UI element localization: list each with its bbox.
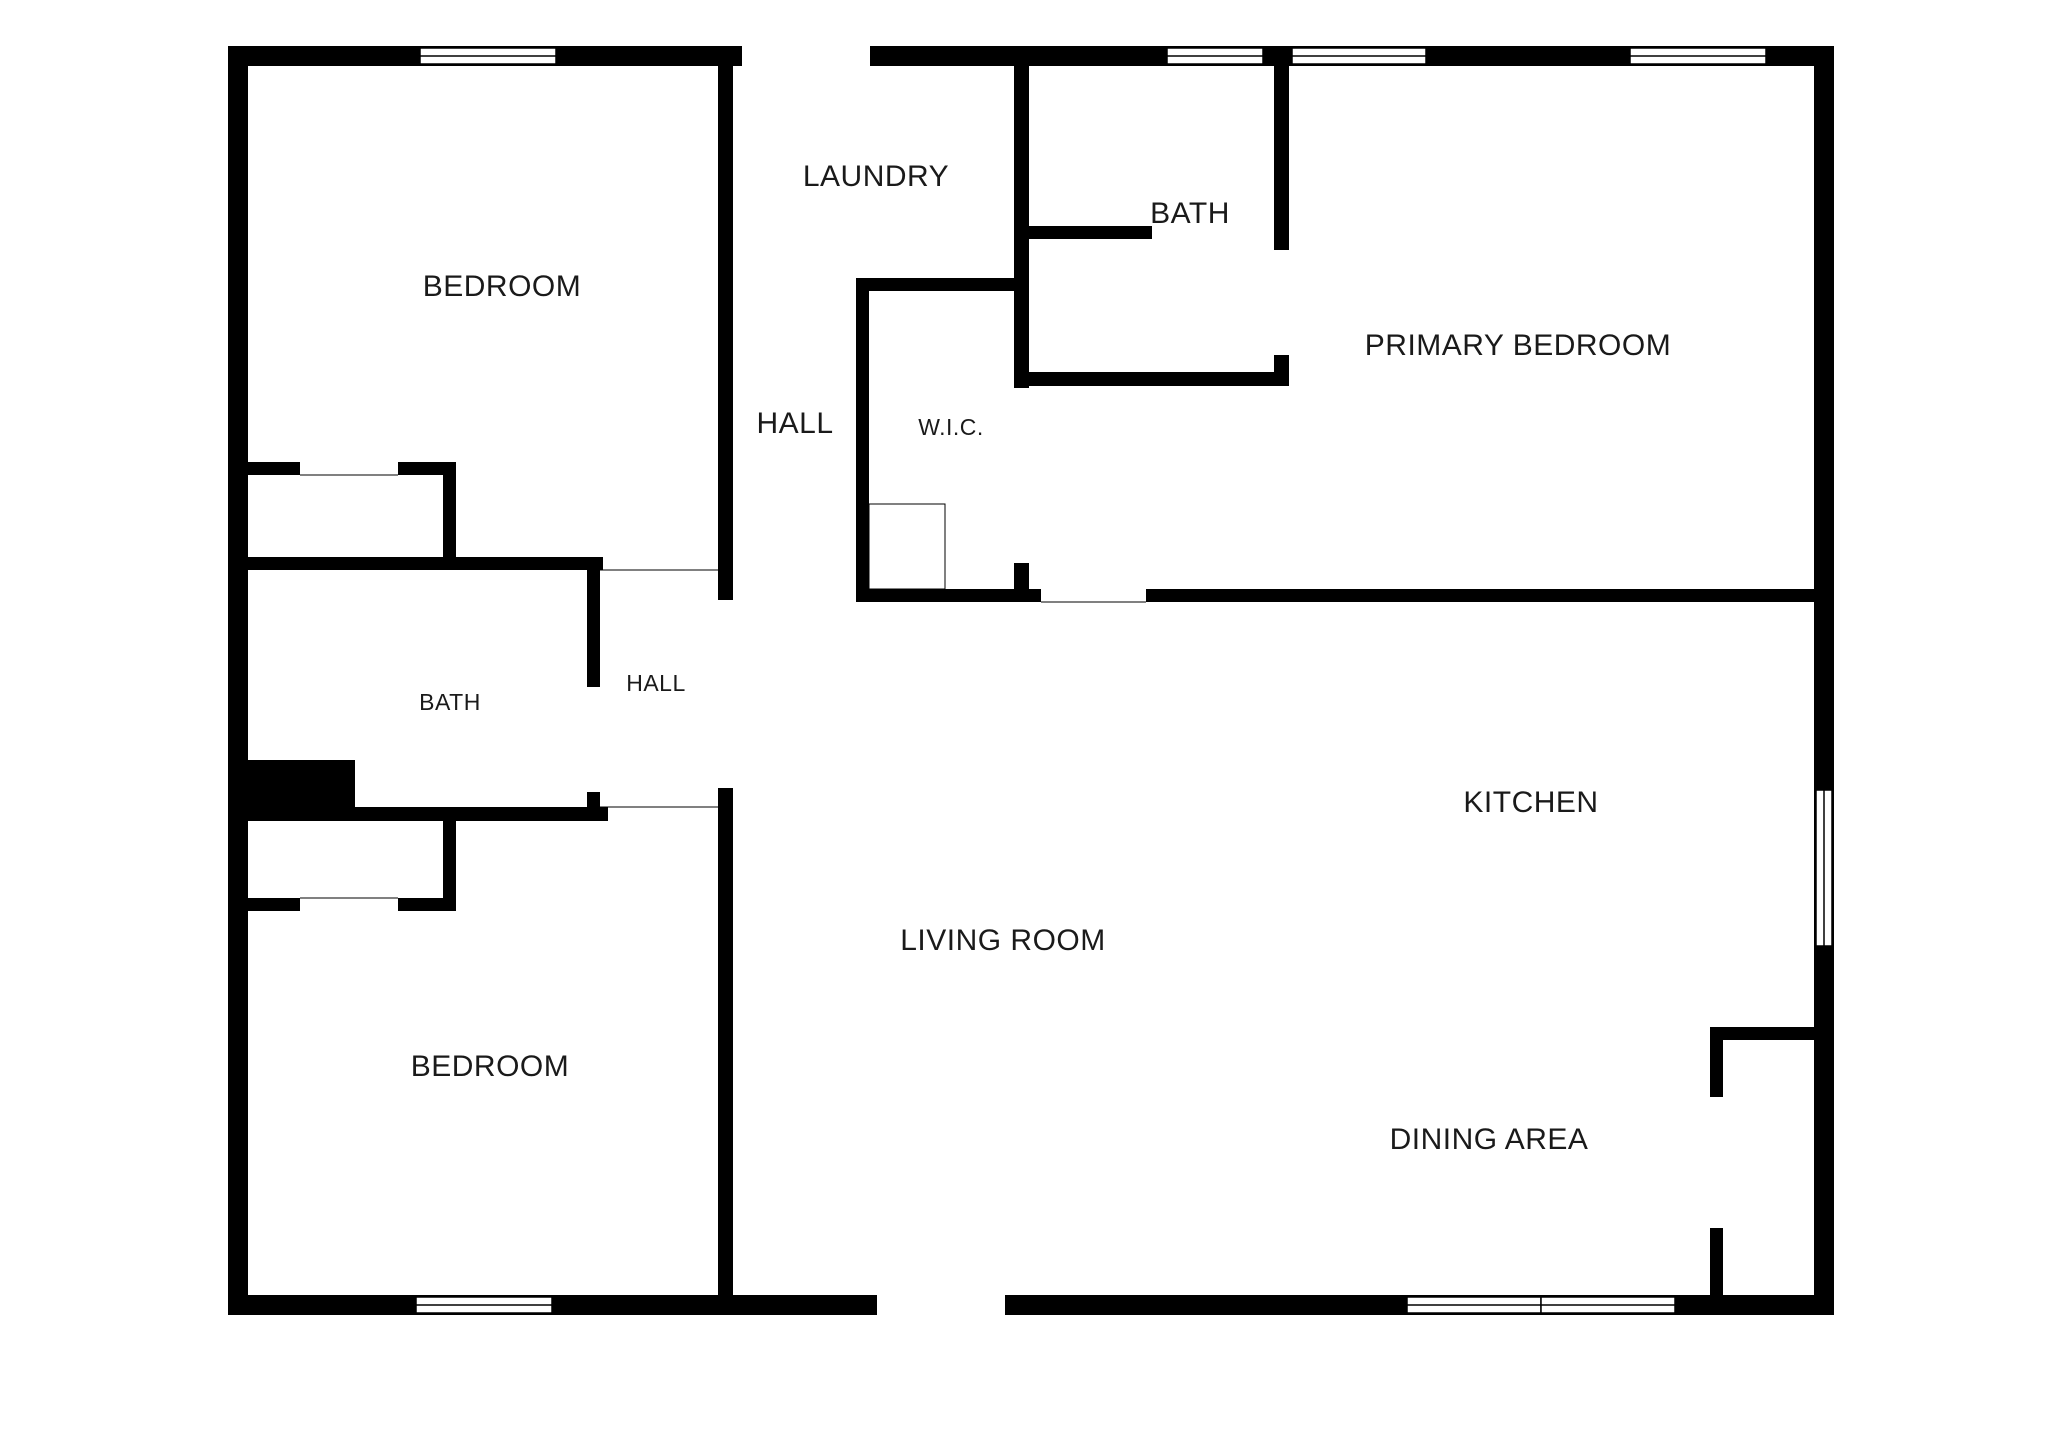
wall-bath-hall-right xyxy=(587,557,600,687)
wall-bath-bottom xyxy=(1014,372,1289,386)
wic-shelf xyxy=(868,503,946,590)
wall-closet2-bottom-left xyxy=(228,898,300,911)
wall-wic-left xyxy=(856,278,869,601)
wall-closet-top-right xyxy=(398,462,456,475)
wall-bath-hall-bottom xyxy=(228,807,608,821)
room-labels: BEDROOM LAUNDRY BATH PRIMARY BEDROOM HAL… xyxy=(411,160,1671,1156)
wall-wic-right-upper xyxy=(1014,278,1029,388)
wall-closet-top-left xyxy=(228,462,300,475)
wall-bath-hall-right-lower xyxy=(587,792,600,810)
label-bedroom-bottom-left: BEDROOM xyxy=(411,1050,570,1083)
label-dining-area: DINING AREA xyxy=(1390,1123,1589,1156)
door-openings xyxy=(742,46,1146,1315)
wall-closet2-right xyxy=(443,818,456,910)
fixture-block xyxy=(240,760,355,808)
wall-wic-top xyxy=(856,278,1029,291)
label-primary-bedroom: PRIMARY BEDROOM xyxy=(1365,329,1671,362)
wall-bath-stub xyxy=(1014,226,1152,239)
label-kitchen: KITCHEN xyxy=(1463,786,1598,819)
label-bedroom-top-left: BEDROOM xyxy=(423,270,582,303)
door-primary xyxy=(1041,589,1146,602)
door-top-laundry xyxy=(742,46,870,66)
wall-nook-left-lower xyxy=(1710,1228,1723,1308)
wall-left xyxy=(228,46,248,1315)
label-bath-primary: BATH xyxy=(1150,197,1230,230)
wall-wic-bottom xyxy=(856,589,1041,602)
wall-left-col-upper xyxy=(718,60,733,600)
door-bottom-living xyxy=(877,1295,1005,1315)
label-bath-hall: BATH xyxy=(419,689,481,715)
wall-nook-top xyxy=(1710,1027,1820,1040)
interior-walls xyxy=(228,60,1834,1308)
wall-right xyxy=(1814,46,1834,1315)
window-lines xyxy=(416,55,1825,1306)
wall-closet2-bottom-right xyxy=(398,898,456,911)
label-living-room: LIVING ROOM xyxy=(900,924,1106,957)
label-laundry: LAUNDRY xyxy=(803,160,949,193)
door-lines xyxy=(300,474,1146,899)
label-wic: W.I.C. xyxy=(918,414,984,440)
wall-primary-bottom xyxy=(1146,589,1834,602)
wall-left-col-lower xyxy=(718,788,733,1308)
wall-top xyxy=(228,46,1834,66)
label-hall-small: HALL xyxy=(626,670,686,696)
wall-nook-left-upper xyxy=(1710,1027,1723,1097)
label-hall-main: HALL xyxy=(756,407,833,440)
wall-closet-right xyxy=(443,462,456,565)
wall-bath-hall-top xyxy=(228,557,603,570)
wall-bath-right-upper xyxy=(1274,60,1289,250)
